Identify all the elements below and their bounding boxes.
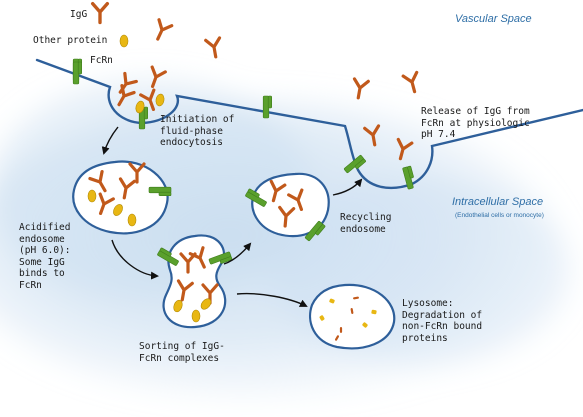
arrow-to-release: [332, 178, 363, 196]
igg-antibody-icon: [176, 279, 194, 302]
fcrn-receptor-icon: [148, 186, 172, 197]
fcrn-receptor-icon: [262, 95, 273, 119]
other-protein-icon: [127, 213, 137, 227]
igg-antibody-icon: [90, 1, 110, 25]
intracellular-space-label: Intracellular Space: [452, 196, 544, 208]
fcrn-head: [247, 188, 260, 198]
step-lysosome-label: Lysosome: Degradation of non-FcRn bound …: [402, 298, 483, 344]
fcrn-head: [219, 256, 233, 264]
igg-antibody-icon: [118, 177, 136, 200]
igg-shape: [150, 65, 167, 88]
igg-antibody-icon: [401, 70, 419, 94]
legend-fcrn-label: FcRn: [90, 55, 113, 66]
fcrn-head: [143, 106, 149, 120]
fcrn-receptor-icon: [72, 61, 83, 85]
igg-shape: [396, 137, 414, 161]
igg-antibody-icon: [150, 65, 167, 88]
arrow-to-lysosome: [236, 292, 308, 307]
igg-shape: [287, 188, 304, 211]
fcrn-receptor-icon: [245, 188, 267, 207]
fcrn-receptor-icon: [343, 154, 366, 174]
igg-shape: [118, 177, 136, 200]
fcrn-head: [77, 61, 83, 75]
protein-fragment: [353, 296, 359, 300]
igg-antibody-icon: [278, 205, 296, 228]
fcrn-receptor-icon: [157, 247, 179, 266]
intracellular-space-note: (Endothelial cells or monocyte): [455, 212, 544, 219]
other-protein-icon: [173, 299, 183, 313]
igg-antibody-icon: [88, 169, 107, 193]
igg-antibody-icon: [269, 179, 287, 203]
igg-antibody-icon: [287, 188, 304, 211]
igg-shape: [88, 169, 107, 193]
recycling-endosome: [251, 172, 330, 238]
other-protein-icon: [119, 34, 129, 48]
igg-shape: [278, 205, 296, 228]
legend-protein-label: Other protein: [33, 35, 108, 46]
arrow-to-recycling: [223, 242, 252, 265]
igg-antibody-icon: [156, 18, 174, 41]
step-recycling-label: Recycling endosome: [340, 212, 392, 235]
vascular-space-label: Vascular Space: [455, 13, 532, 25]
step-release-label: Release of IgG from FcRn at physiologic …: [421, 106, 530, 140]
fcrn-head: [354, 158, 366, 169]
igg-shape: [128, 162, 146, 184]
protein-fragment: [350, 308, 354, 314]
igg-antibody-icon: [128, 162, 146, 184]
protein-fragment: [362, 322, 368, 328]
plasma-membrane: [35, 58, 583, 190]
arrow-to-acidified: [101, 126, 119, 155]
protein-fragment: [334, 335, 340, 341]
other-protein-icon: [191, 309, 201, 323]
igg-antibody-icon: [204, 36, 222, 59]
step-acidified-label: Acidified endosome (pH 6.0): Some IgG bi…: [19, 222, 71, 291]
fcrn-receptor-icon: [402, 165, 414, 190]
fcrn-head: [267, 95, 273, 109]
igg-antibody-icon: [139, 88, 156, 111]
igg-antibody-icon: [363, 124, 381, 147]
igg-shape: [269, 179, 287, 203]
igg-shape: [90, 1, 110, 25]
other-protein-icon: [113, 204, 123, 216]
protein-fragment: [319, 315, 325, 321]
acidified-endosome: [72, 160, 169, 235]
fcrn-receptor-icon: [304, 220, 326, 242]
fcrn-receptor-icon: [208, 251, 233, 265]
other-protein-icon: [135, 100, 145, 114]
fcrn-head: [159, 247, 172, 257]
igg-antibody-icon: [352, 77, 370, 100]
protein-fragment: [371, 309, 377, 315]
other-protein-icon: [87, 189, 97, 203]
igg-antibody-icon: [188, 246, 206, 269]
step-initiation-label: Initiation of fluid-phase endocytosis: [160, 114, 235, 148]
igg-shape: [176, 279, 194, 302]
igg-shape: [117, 83, 136, 107]
fcrn-head: [315, 224, 326, 236]
legend-igg-label: IgG: [70, 9, 88, 20]
arrow-to-sorting: [111, 239, 159, 280]
other-protein-icon: [200, 298, 212, 310]
igg-shape: [401, 70, 419, 94]
igg-antibody-icon: [396, 137, 414, 161]
step-sorting-label: Sorting of IgG- FcRn complexes: [139, 341, 225, 364]
fcrn-head: [158, 191, 172, 197]
igg-shape: [188, 246, 206, 269]
igg-shape: [352, 77, 370, 100]
igg-shape: [204, 36, 222, 59]
protein-fragment: [329, 298, 335, 304]
igg-shape: [98, 192, 115, 215]
fcrn-head: [407, 165, 414, 179]
igg-antibody-icon: [98, 192, 115, 215]
igg-antibody-icon: [117, 83, 136, 107]
other-protein-icon: [155, 93, 165, 107]
igg-shape: [139, 88, 156, 111]
igg-shape: [156, 18, 174, 41]
protein-fragment: [339, 327, 343, 333]
igg-shape: [363, 124, 381, 147]
